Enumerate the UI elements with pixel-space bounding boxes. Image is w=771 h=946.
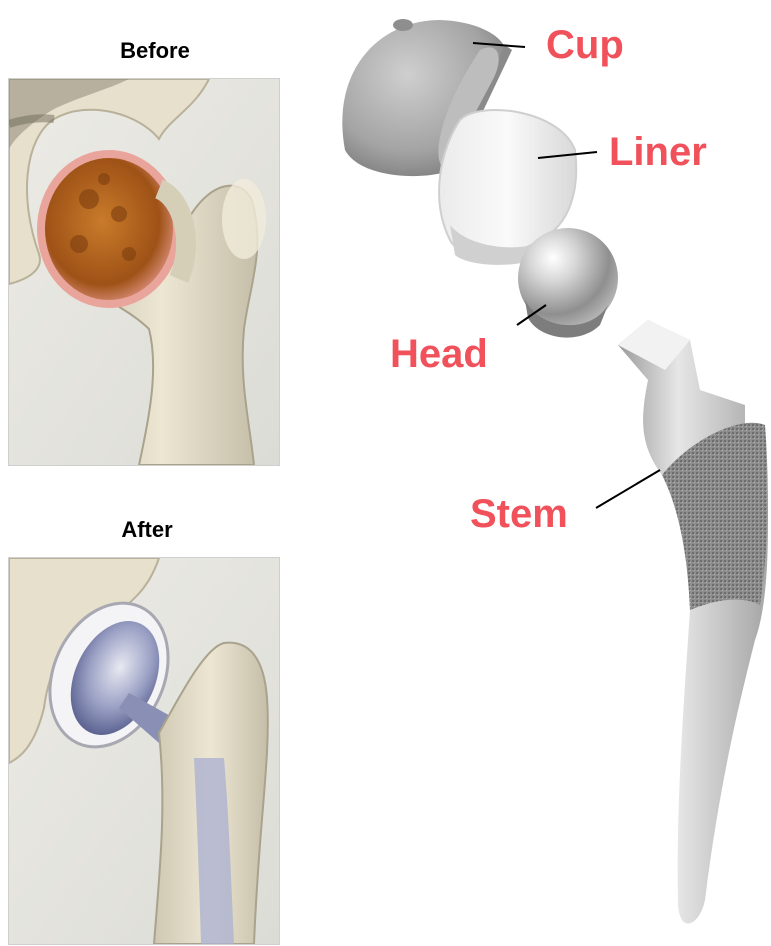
- stem-component: [618, 320, 768, 924]
- head-component: [518, 228, 618, 338]
- before-heading: Before: [60, 38, 250, 64]
- stem-label: Stem: [470, 492, 568, 537]
- cup-label: Cup: [546, 23, 624, 68]
- stem-leader-line: [596, 470, 660, 508]
- liner-label: Liner: [609, 130, 707, 175]
- head-label: Head: [390, 332, 488, 377]
- after-hip-illustration: [8, 557, 280, 945]
- before-hip-illustration: [8, 78, 280, 466]
- after-heading: After: [52, 517, 242, 543]
